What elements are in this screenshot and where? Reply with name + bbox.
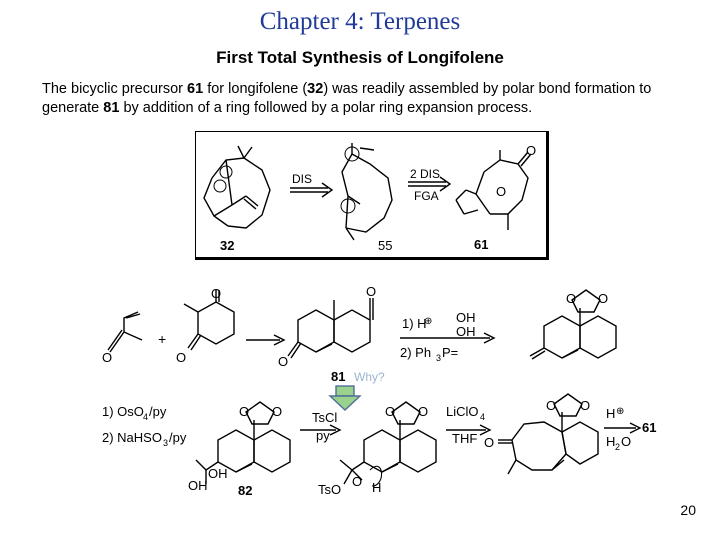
step5-reagent-a: H	[606, 406, 615, 421]
svg-text:O: O	[418, 404, 428, 419]
svg-text:O: O	[566, 291, 576, 306]
step2-reagent-b: 2) NaHSO	[102, 430, 162, 445]
step5-reagent-b: H	[606, 434, 615, 449]
page-title: Chapter 4: Terpenes	[259, 8, 461, 35]
dione-o-bottom: O	[176, 350, 186, 365]
step1-reagent-d-end: P=	[442, 345, 458, 360]
intro-compound-81: 81	[103, 100, 120, 116]
step2-reagent-b-end: /py	[169, 430, 187, 445]
svg-text:O: O	[272, 404, 282, 419]
wmk-o-bottom: O	[278, 354, 288, 369]
step1-plus-charge: ⊕	[424, 316, 432, 327]
tosylate-tso: TsO	[318, 482, 341, 497]
intro-text-4: by addition of a ring followed by a pola…	[119, 100, 533, 116]
intro-compound-32: 32	[307, 81, 324, 97]
compound-81-label: 81	[331, 369, 345, 384]
page-subtitle: First Total Synthesis of Longifolene	[216, 48, 504, 67]
tosylate-h: H	[372, 480, 381, 495]
structure-82	[195, 401, 291, 484]
product-61-label: 61	[642, 420, 656, 435]
step2-reagent-a: 1) OsO	[102, 404, 144, 419]
intro-text-1: The bicyclic precursor	[42, 81, 188, 97]
structure-tosylate	[339, 401, 437, 487]
svg-text:O: O	[546, 398, 556, 413]
step3-reagent-b: py	[316, 428, 330, 443]
diol-oh-top: OH	[208, 466, 228, 481]
structure-mvk	[107, 311, 143, 353]
structure-dione	[183, 290, 235, 351]
dione-o-top: O	[211, 286, 221, 301]
structure-ketal-olefin	[529, 289, 617, 360]
step2-reagent-b-sub: 3	[163, 438, 168, 448]
step1-oh-bottom: OH	[456, 324, 476, 339]
step1-reagent-d-sub: 3	[436, 353, 441, 363]
step4-reagent-a-sub: 4	[480, 412, 485, 422]
retrosynthesis-box	[195, 131, 549, 260]
step2-reagent-a-sub: 4	[143, 412, 148, 422]
wmk-o-top: O	[366, 284, 376, 299]
page-number: 20	[680, 502, 696, 518]
plus-sign: +	[158, 331, 166, 347]
mvk-o-atom: O	[102, 350, 112, 365]
step5-reagent-b-sub: 2	[615, 442, 620, 452]
structure-cycloheptanone	[498, 393, 599, 475]
intro-text-3: ) was readily assembled by polar bond fo…	[42, 81, 652, 116]
intro-paragraph: The bicyclic precursor 61 for longifolen…	[42, 80, 702, 118]
svg-text:O: O	[239, 404, 249, 419]
svg-text:O: O	[385, 404, 395, 419]
step1-oh-top: OH	[456, 310, 476, 325]
step4-reagent-b: THF	[452, 431, 477, 446]
step1-reagent-a: 1) H	[402, 316, 427, 331]
diol-oh-bottom: OH	[188, 478, 208, 493]
structure-wmk	[287, 298, 374, 359]
svg-text:O: O	[484, 435, 494, 450]
svg-text:O: O	[580, 398, 590, 413]
step1-reagent-d: 2) Ph	[400, 345, 431, 360]
svg-text:O: O	[598, 291, 608, 306]
tosylate-o: O	[352, 474, 362, 489]
intro-compound-61: 61	[187, 81, 204, 97]
svg-text:⊕: ⊕	[616, 406, 624, 417]
step5-reagent-b-end: O	[621, 434, 631, 449]
step3-reagent-a: TsCl	[312, 410, 337, 425]
step2-reagent-a-end: /py	[149, 404, 167, 419]
step4-reagent-a: LiClO	[446, 404, 479, 419]
compound-82-label: 82	[238, 483, 252, 498]
why-note: Why?	[354, 370, 385, 384]
intro-text-2: for longifolene (	[203, 81, 308, 97]
